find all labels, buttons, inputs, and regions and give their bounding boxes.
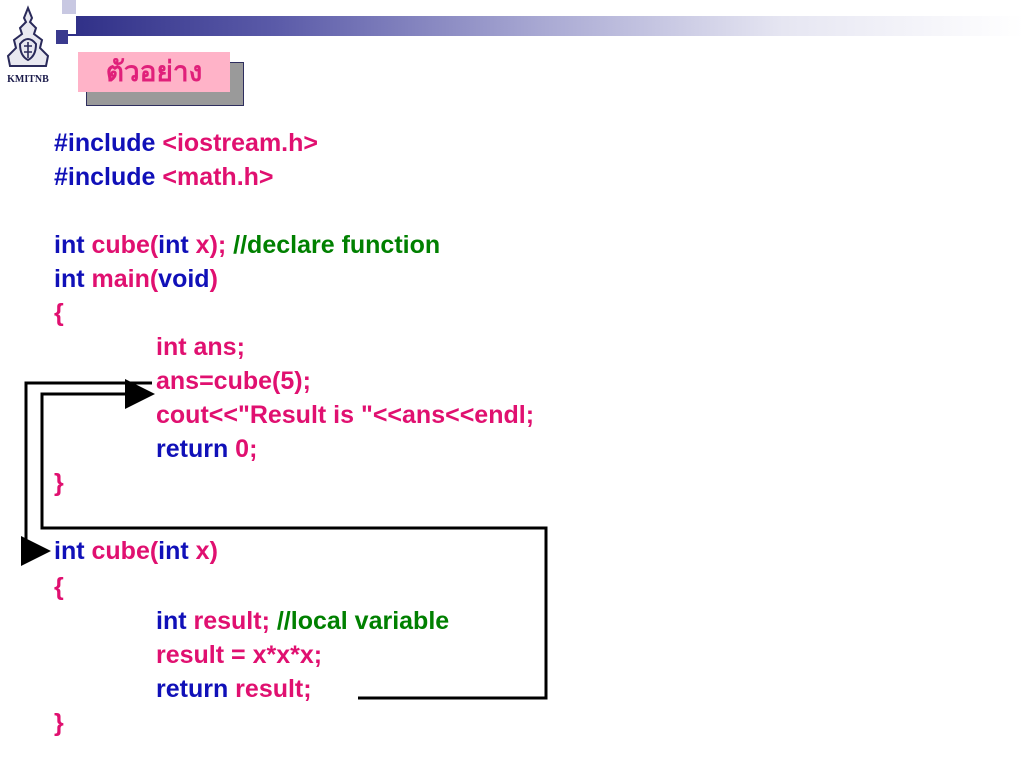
code-line-7: ans=cube(5);	[156, 367, 311, 395]
code-line-1: #include <iostream.h>	[54, 128, 318, 158]
code-token: int	[158, 537, 189, 565]
code-line-13: int result; //local variable	[156, 606, 449, 636]
code-line-10: }	[54, 469, 64, 497]
call-arrow	[21, 381, 152, 566]
code-token: #include	[54, 129, 156, 157]
code-token: cube(	[84, 537, 159, 565]
code-token: void	[158, 265, 210, 293]
code-token: int	[54, 265, 85, 293]
code-line-5: {	[54, 299, 64, 327]
code-token: return	[156, 435, 229, 463]
header-square-decoration	[56, 30, 68, 44]
code-token: int	[156, 607, 187, 635]
header-gradient-bar	[62, 16, 1024, 36]
code-token: x);	[188, 231, 227, 259]
code-token: result;	[228, 675, 312, 703]
code-line-2: #include <math.h>	[54, 162, 274, 192]
header-square-decoration	[62, 16, 76, 34]
code-token: #include	[54, 163, 156, 191]
code-token: main(	[84, 265, 159, 293]
crest-icon	[6, 5, 50, 67]
code-token: int	[158, 231, 189, 259]
code-line-3: int cube(int x); //declare function	[54, 230, 440, 260]
code-token: result;	[186, 607, 270, 635]
code-line-8: cout<<"Result is "<<ans<<endl;	[156, 401, 535, 429]
code-token: <math.h>	[155, 163, 274, 191]
code-line-4: int main(void)	[54, 264, 218, 294]
code-line-6: int ans;	[156, 333, 245, 361]
code-comment: //local variable	[269, 607, 450, 635]
code-comment: //declare function	[226, 231, 441, 259]
logo-text: KMITNB	[7, 74, 49, 85]
code-line-15: return result;	[156, 674, 312, 704]
header-square-decoration	[62, 0, 76, 14]
code-line-9: return 0;	[156, 434, 257, 464]
code-token: )	[209, 265, 218, 293]
code-token: int	[54, 231, 85, 259]
code-line-16: }	[54, 709, 64, 737]
code-token: cube(	[84, 231, 159, 259]
kmitnb-logo: KMITNB	[2, 4, 54, 90]
code-token: 0;	[228, 435, 258, 463]
code-line-12: {	[54, 573, 64, 601]
code-line-11: int cube(int x)	[54, 536, 218, 566]
code-token: x)	[188, 537, 218, 565]
slide-title: ตัวอย่าง	[78, 52, 230, 92]
code-token: int	[54, 537, 85, 565]
code-token: <iostream.h>	[155, 129, 318, 157]
code-token: return	[156, 675, 229, 703]
code-line-14: result = x*x*x;	[156, 641, 323, 669]
return-arrow	[40, 379, 548, 700]
